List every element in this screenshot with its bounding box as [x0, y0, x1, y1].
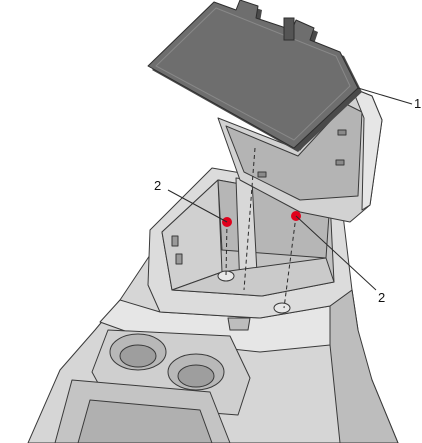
bin-latch-tab [227, 317, 251, 331]
callout-1: 1 [414, 96, 421, 111]
leader-lines [167, 87, 413, 291]
callout-2-left: 2 [154, 178, 161, 193]
armrest-lid-edge [351, 87, 383, 211]
lid-tab-1 [337, 129, 347, 136]
lid-panel [147, 0, 362, 152]
bin-slot-lower [175, 253, 183, 265]
alignment-line-fastener-right [283, 215, 297, 309]
alignment-line-fastener-left [225, 221, 228, 277]
lid-panel-hinge-tab [283, 17, 295, 41]
mounting-boss-right [273, 302, 291, 314]
alignment-line-panel [243, 147, 256, 291]
callout-2-right: 2 [378, 290, 385, 305]
alignment-lines [225, 147, 297, 309]
cup-holder-left-inner [119, 344, 157, 368]
armrest-lid [217, 87, 383, 223]
lid-panel-bevel [155, 7, 351, 141]
cup-holder-right-inner [177, 364, 215, 388]
lower-storage-floor [77, 399, 213, 443]
bin-floor [171, 257, 335, 297]
leader-line-1 [357, 87, 413, 105]
leader-line-2b [295, 215, 377, 291]
lid-tab-3 [257, 171, 267, 178]
bin-slot-upper [171, 235, 179, 247]
leader-line-2a [167, 189, 228, 223]
lid-tab-2 [335, 159, 345, 166]
console-right-wall [329, 289, 399, 443]
